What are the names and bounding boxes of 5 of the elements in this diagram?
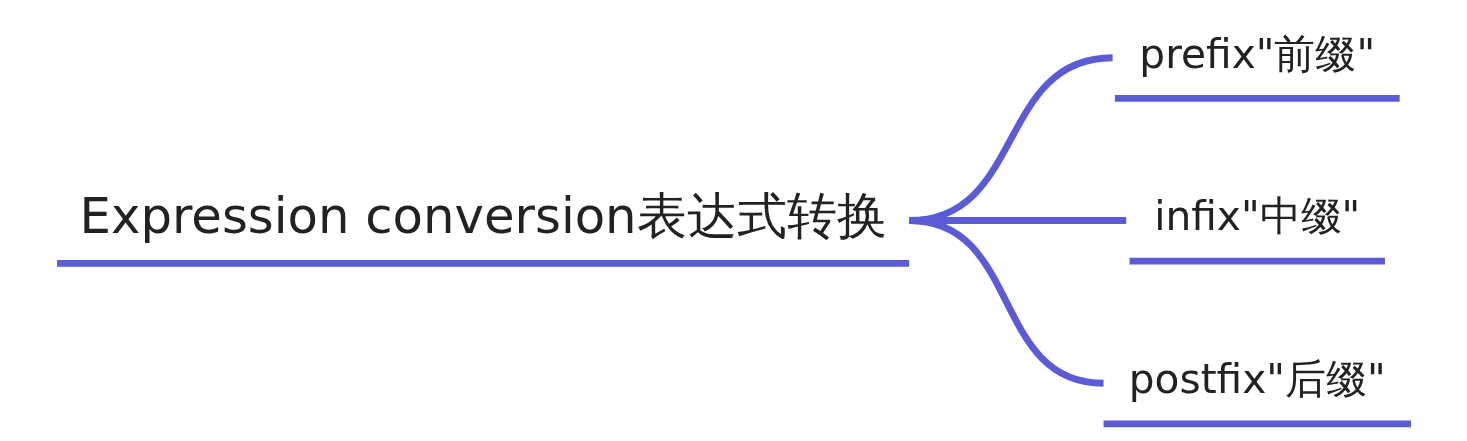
node-text: postfix"后缀" xyxy=(1128,355,1386,404)
connector xyxy=(908,217,1104,387)
node-text: prefix"前缀" xyxy=(1138,29,1375,78)
node-text: Expression conversion表达式转换 xyxy=(79,187,887,246)
node-text: infix"中缀" xyxy=(1153,192,1360,241)
